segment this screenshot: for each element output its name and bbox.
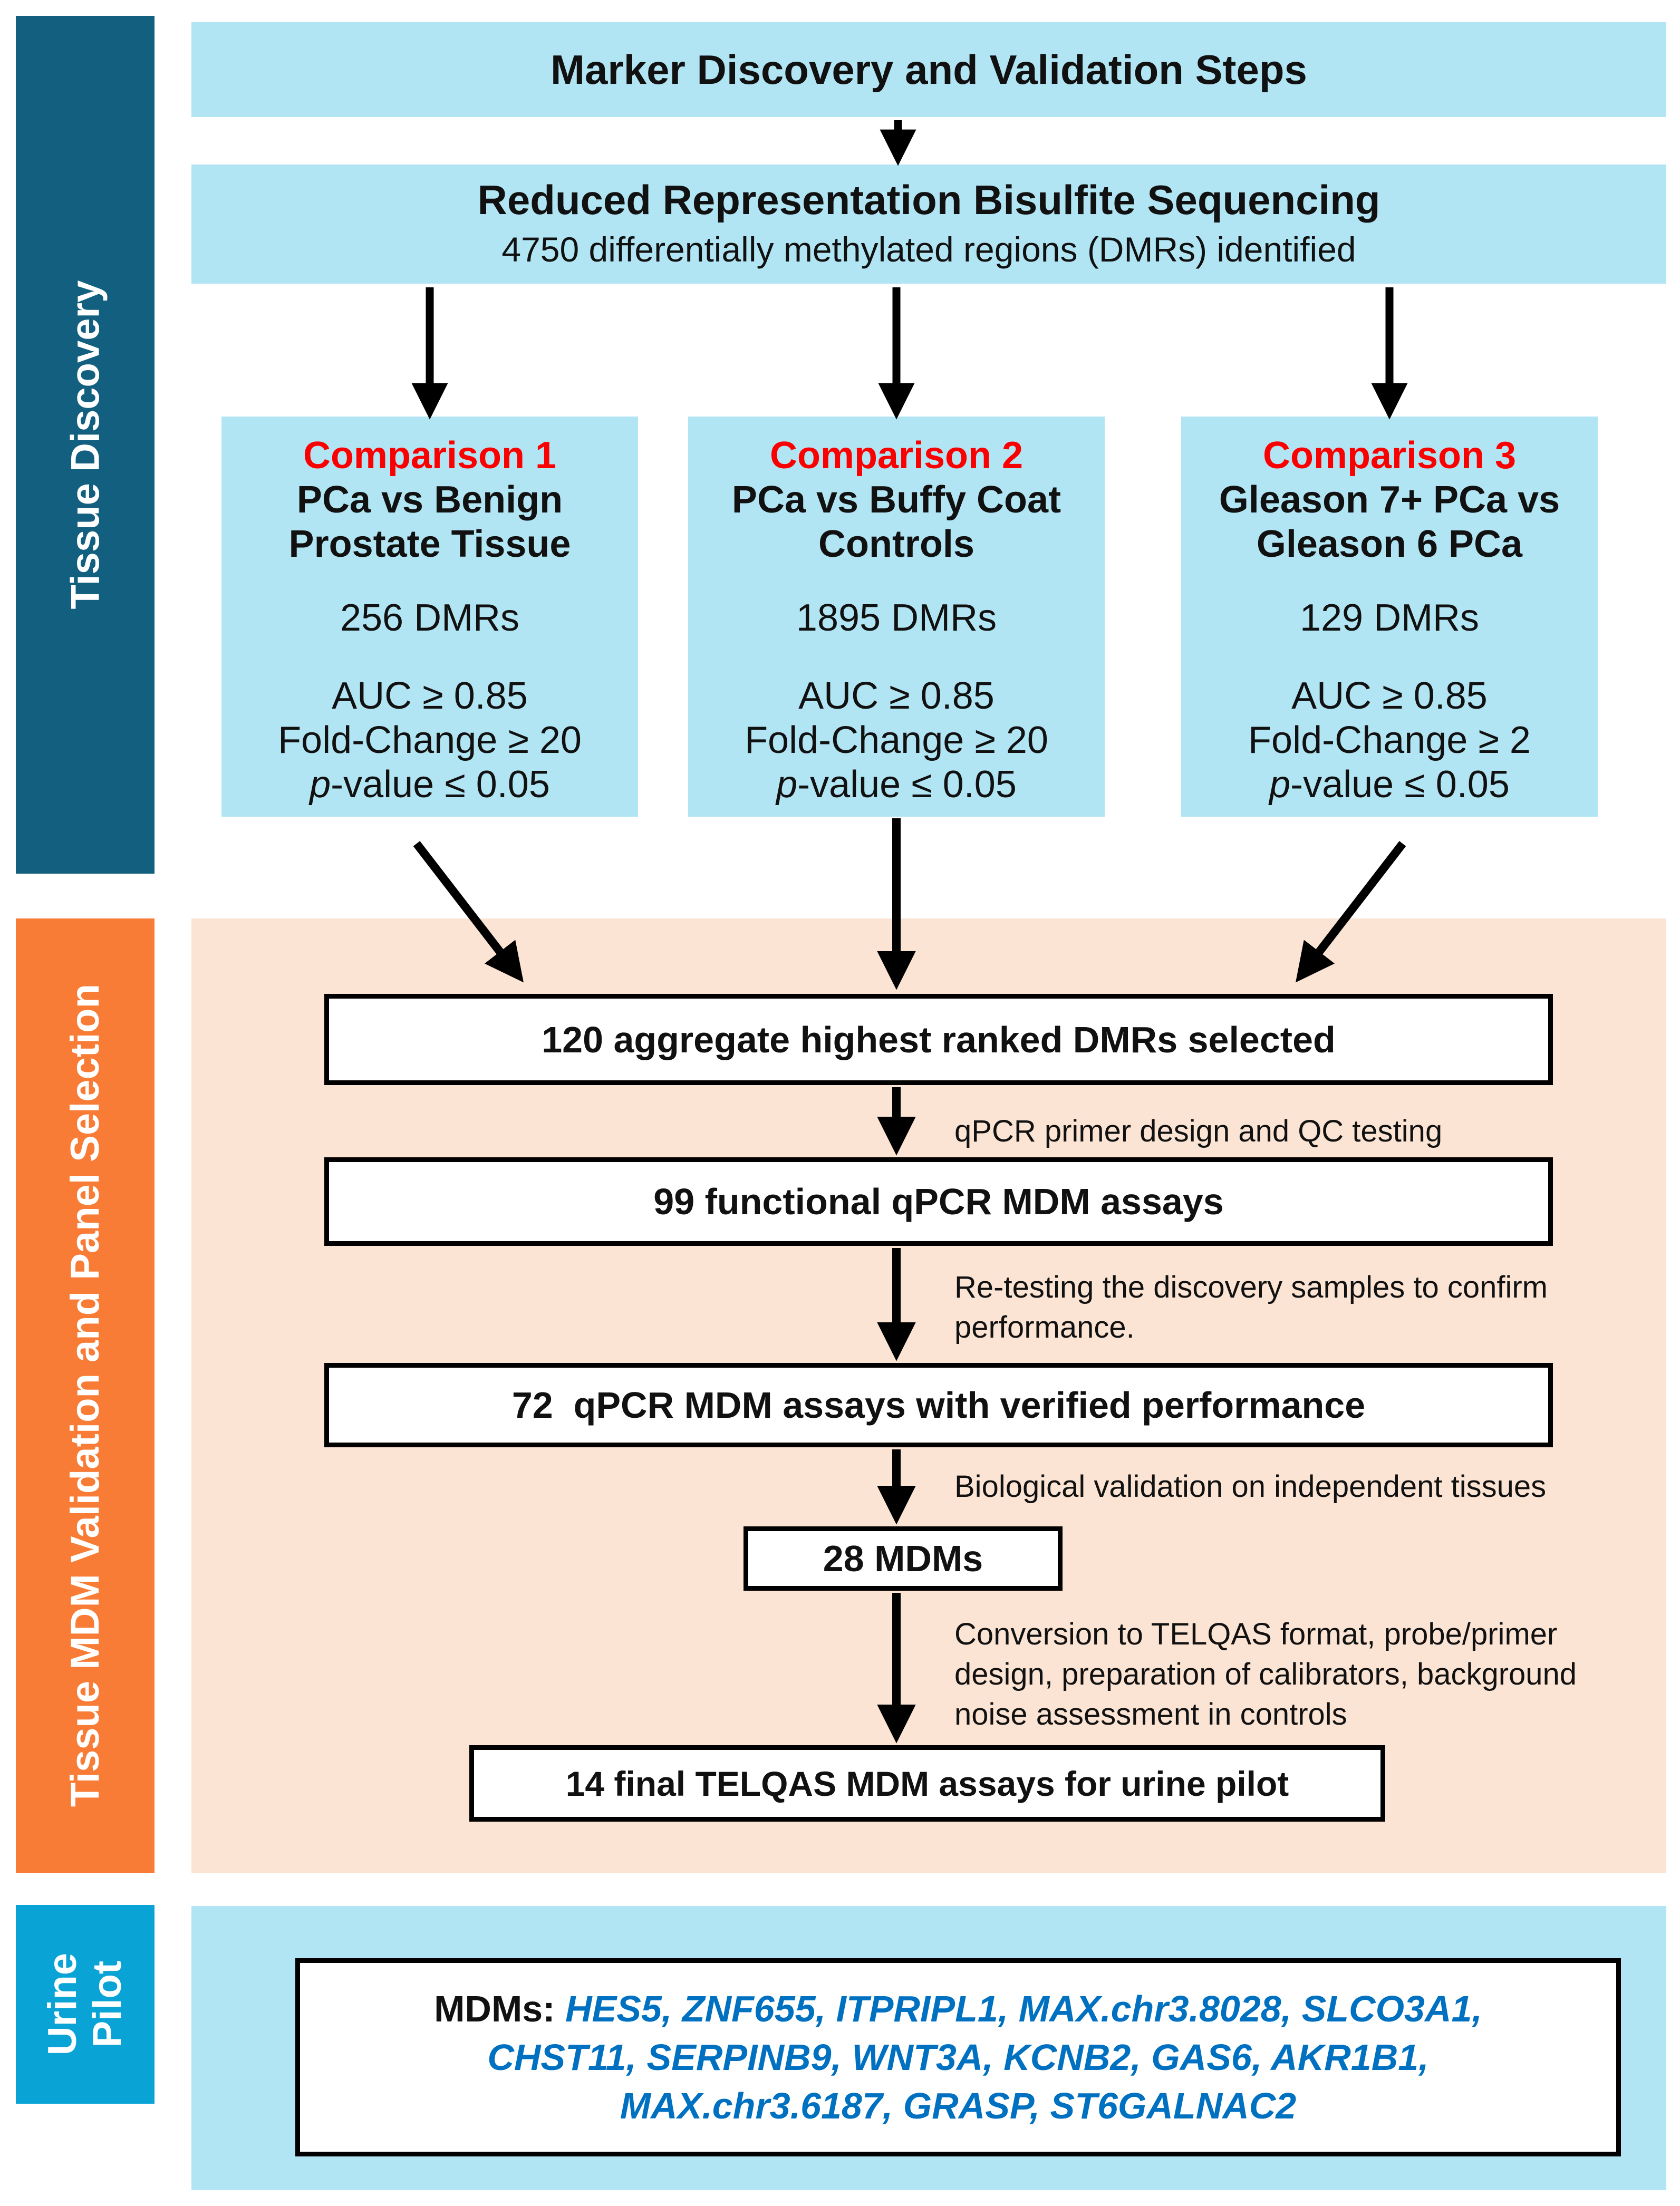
mdm-gene-list-box: MDMs: HES5, ZNF655, ITPRIPL1, MAX.chr3.8… [295,1958,1621,2156]
sidebar-label-tissue-mdm-validation: Tissue MDM Validation and Panel Selectio… [62,984,108,1807]
comparison-2-label: Comparison 2 [769,434,1024,477]
step-99-qpcr-assays: 99 functional qPCR MDM assays [324,1157,1553,1246]
label-biological-validation: Biological validation on independent tis… [954,1469,1547,1504]
step-28-mdms: 28 MDMs [744,1526,1063,1591]
step-14-telqas-assays: 14 final TELQAS MDM assays for urine pil… [469,1745,1385,1822]
comparison-3-criteria: AUC ≥ 0.85 Fold-Change ≥ 2 p-value ≤ 0.0… [1248,675,1531,806]
comparison-1-title: PCa vs Benign Prostate Tissue [288,479,571,565]
step-120-dmrs-selected: 120 aggregate highest ranked DMRs select… [324,994,1553,1085]
step-72-verified-assays: 72 qPCR MDM assays with verified perform… [324,1363,1553,1447]
comparison-3-label: Comparison 3 [1262,434,1517,477]
label-retesting-discovery: Re-testing the discovery samples to conf… [954,1270,1548,1344]
comparison-3-box: Comparison 3 Gleason 7+ PCa vs Gleason 6… [1181,417,1598,817]
comparison-1-label: Comparison 1 [303,434,557,477]
mdm-gene-list-line2: CHST11, SERPINB9, WNT3A, KCNB2, GAS6, AK… [487,2037,1429,2078]
comparison-1-dmr-count: 256 DMRs [340,597,520,639]
sequencing-title: Reduced Representation Bisulfite Sequenc… [477,177,1380,223]
comparison-3-dmr-count: 129 DMRs [1299,597,1480,639]
sidebar-label-tissue-discovery: Tissue Discovery [62,280,108,609]
sidebar-section-tissue-mdm-validation: Tissue MDM Validation and Panel Selectio… [16,918,155,1873]
sequencing-banner: Reduced Representation Bisulfite Sequenc… [191,165,1666,284]
mdm-list-prefix: MDMs: [434,1988,565,2029]
sequencing-subtitle: 4750 differentially methylated regions (… [501,230,1356,269]
comparison-1-criteria: AUC ≥ 0.85 Fold-Change ≥ 20 p-value ≤ 0.… [278,675,582,806]
comparison-3-title: Gleason 7+ PCa vs Gleason 6 PCa [1219,479,1560,565]
label-qpcr-primer-design: qPCR primer design and QC testing [954,1114,1443,1148]
label-telqas-conversion: Conversion to TELQAS format, probe/prime… [954,1617,1577,1731]
sidebar-section-tissue-discovery: Tissue Discovery [16,16,155,874]
comparison-2-box: Comparison 2 PCa vs Buffy Coat Controls … [688,417,1105,817]
comparison-2-title: PCa vs Buffy Coat Controls [731,479,1061,565]
sidebar-section-urine-pilot: Urine Pilot [16,1905,155,2104]
sidebar-label-urine-pilot: Urine Pilot [40,1953,130,2056]
mdm-gene-list-line1: MDMs: HES5, ZNF655, ITPRIPL1, MAX.chr3.8… [434,1988,1482,2029]
mdm-gene-list-line3: MAX.chr3.6187, GRASP, ST6GALNAC2 [620,2085,1297,2126]
comparison-1-box: Comparison 1 PCa vs Benign Prostate Tiss… [221,417,638,817]
comparison-2-criteria: AUC ≥ 0.85 Fold-Change ≥ 20 p-value ≤ 0.… [745,675,1048,806]
header-banner: Marker Discovery and Validation Steps [191,22,1666,117]
comparison-2-dmr-count: 1895 DMRs [796,597,997,639]
figure-title: Marker Discovery and Validation Steps [551,46,1307,93]
